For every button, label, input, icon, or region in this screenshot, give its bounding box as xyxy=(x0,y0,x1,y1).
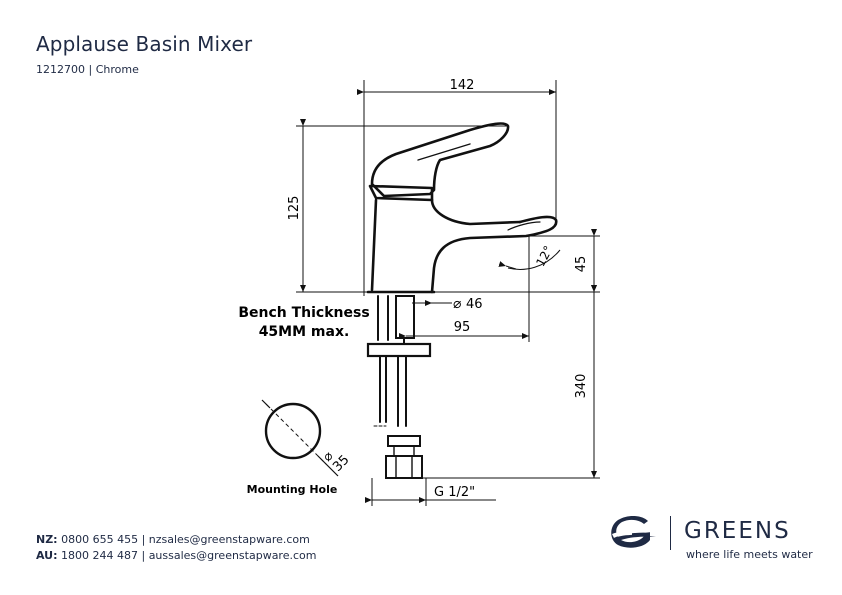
dim-body-dia-label: 46 xyxy=(466,297,483,312)
dim-reach-label: 95 xyxy=(454,320,471,335)
contact-au: AU: 1800 244 487 | aussales@greenstapwar… xyxy=(36,549,316,562)
dim-thread-label: G 1/2" xyxy=(434,485,475,500)
dim-spout-height-label: 45 xyxy=(574,256,589,273)
product-code: 1212700 | Chrome xyxy=(36,63,139,76)
brand-tagline: where life meets water xyxy=(686,548,813,561)
contact-nz-text: 0800 655 455 | nzsales@greenstapware.com xyxy=(57,533,310,546)
contact-nz: NZ: 0800 655 455 | nzsales@greenstapware… xyxy=(36,533,310,546)
dim-tail-length-label: 340 xyxy=(574,374,589,399)
mounting-hole-label: Mounting Hole xyxy=(247,483,338,496)
greens-logo: GREENS where life meets water xyxy=(606,512,816,562)
contact-nz-label: NZ: xyxy=(36,533,58,546)
logo-divider xyxy=(670,516,671,550)
contact-au-text: 1800 244 487 | aussales@greenstapware.co… xyxy=(57,549,317,562)
dim-angle-label: 12° xyxy=(533,243,555,268)
greens-logo-icon xyxy=(611,515,656,548)
mounting-hole xyxy=(261,399,339,477)
bench-label-line1: Bench Thickness xyxy=(238,305,369,321)
brand-name: GREENS xyxy=(684,518,791,544)
dim-height-label: 125 xyxy=(287,196,302,221)
dia-symbol: ⌀ xyxy=(453,296,462,312)
contact-au-label: AU: xyxy=(36,549,58,562)
shank-assembly xyxy=(366,295,432,479)
tap-outline xyxy=(366,122,558,294)
dim-width-label: 142 xyxy=(450,78,475,93)
bench-label-line2: 45MM max. xyxy=(259,324,350,340)
page-title: Applause Basin Mixer xyxy=(36,32,253,56)
dimension-lines xyxy=(296,80,600,506)
